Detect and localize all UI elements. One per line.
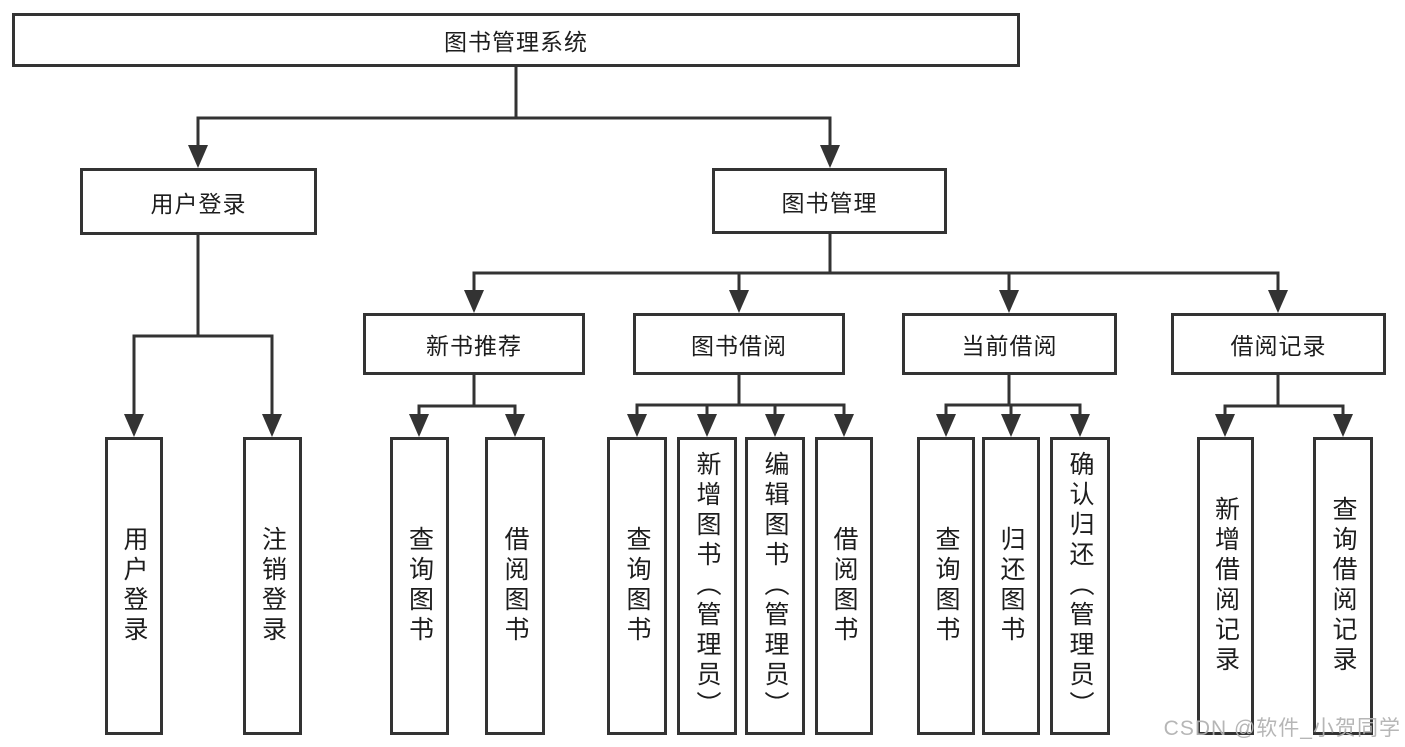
arrow-down-icon	[1070, 414, 1090, 437]
node-book-management: 图书管理	[712, 168, 947, 234]
connector-records-to-leaves	[1223, 373, 1345, 420]
connector-user-login-to-leaves	[132, 233, 274, 418]
node-current-borrowing: 当前借阅	[902, 313, 1117, 375]
arrow-down-icon	[1215, 414, 1235, 437]
arrow-down-icon	[820, 145, 840, 168]
connector-current-to-leaves	[944, 373, 1082, 420]
arrow-down-icon	[188, 145, 208, 168]
arrow-down-icon	[936, 414, 956, 437]
connector-new-rec-to-leaves	[417, 373, 517, 420]
node-user-login-leaf: 用户登录	[105, 437, 163, 735]
connector-book-mgmt-to-level3	[472, 232, 1280, 294]
node-book-borrowing: 图书借阅	[633, 313, 845, 375]
arrow-down-icon	[1001, 414, 1021, 437]
connector-root-to-level2	[196, 65, 832, 150]
node-borrow-books-leaf: 借阅图书	[815, 437, 873, 735]
node-library-management-system: 图书管理系统	[12, 13, 1020, 67]
arrow-down-icon	[409, 414, 429, 437]
node-borrowing-records: 借阅记录	[1171, 313, 1386, 375]
arrow-down-icon	[999, 290, 1019, 313]
node-add-books-admin: 新增图书（管理员）	[677, 437, 737, 735]
csdn-watermark: CSDN @软件_小贺同学	[1163, 717, 1401, 740]
arrow-down-icons	[124, 145, 1353, 437]
node-return-books: 归还图书	[982, 437, 1040, 735]
arrow-down-icon	[765, 414, 785, 437]
node-logout: 注销登录	[243, 437, 302, 735]
arrow-down-icon	[627, 414, 647, 437]
node-add-borrow-record: 新增借阅记录	[1197, 437, 1254, 735]
node-borrow-books-recommend: 借阅图书	[485, 437, 545, 735]
connector-borrow-to-leaves	[635, 373, 846, 420]
arrow-down-icon	[505, 414, 525, 437]
node-user-login-branch: 用户登录	[80, 168, 317, 235]
arrow-down-icon	[262, 414, 282, 437]
node-query-books-recommend: 查询图书	[390, 437, 449, 735]
arrow-down-icon	[464, 290, 484, 313]
arrow-down-icon	[1333, 414, 1353, 437]
node-confirm-return-admin: 确认归还（管理员）	[1050, 437, 1110, 735]
node-query-books-current: 查询图书	[917, 437, 975, 735]
node-query-books-borrow: 查询图书	[607, 437, 667, 735]
arrow-down-icon	[697, 414, 717, 437]
arrow-down-icon	[729, 290, 749, 313]
node-edit-books-admin: 编辑图书（管理员）	[745, 437, 805, 735]
arrow-down-icon	[834, 414, 854, 437]
node-new-book-recommendation: 新书推荐	[363, 313, 585, 375]
node-query-borrow-record: 查询借阅记录	[1313, 437, 1373, 735]
arrow-down-icon	[124, 414, 144, 437]
arrow-down-icon	[1268, 290, 1288, 313]
